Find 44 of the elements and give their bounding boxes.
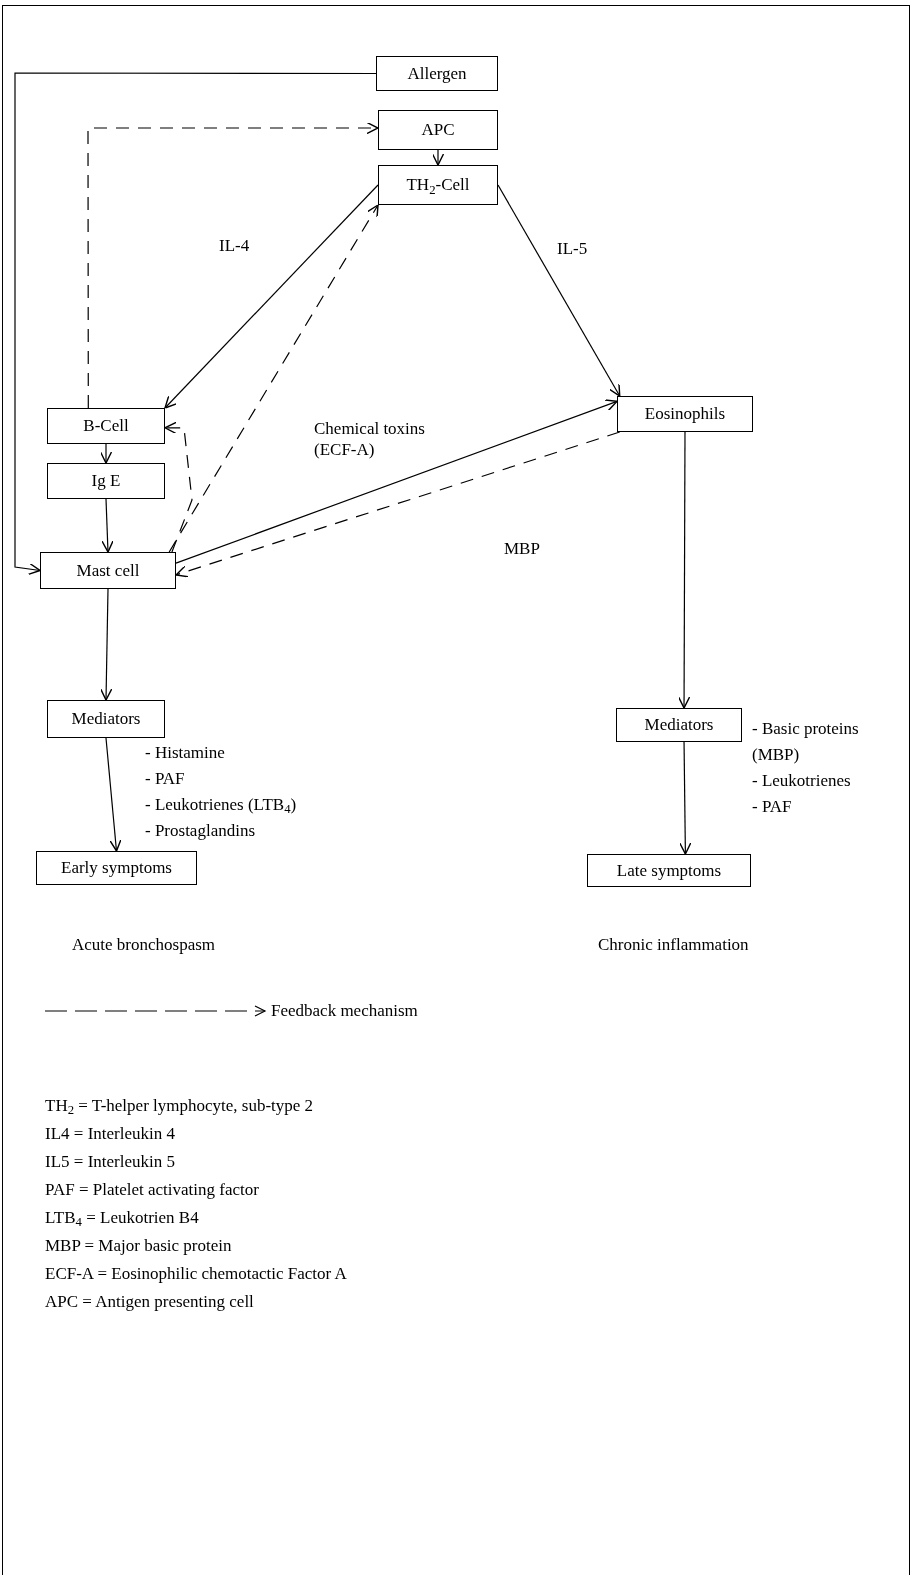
process-box: Ig E bbox=[47, 463, 165, 499]
definition-text: ECF-A = Eosinophilic chemotactic Factor A bbox=[45, 1263, 347, 1285]
dashed-arrow bbox=[164, 421, 193, 553]
definition-text: TH$_{2}$ = T-helper lymphocyte, sub-type 2 bbox=[45, 1095, 315, 1120]
legend-text: Feedback mechanism bbox=[271, 1000, 418, 1022]
list-item: - Basic proteins (MBP) bbox=[752, 718, 860, 766]
definition-text: LTB$_{4}$ = Leukotrien B4 bbox=[45, 1207, 200, 1232]
process-box: Eosinophils bbox=[617, 396, 753, 432]
arrow bbox=[431, 149, 445, 166]
process-box: Late symptoms bbox=[587, 854, 751, 887]
arrow bbox=[679, 741, 692, 855]
process-box: Mediators bbox=[616, 708, 742, 742]
process-box: Early symptoms bbox=[36, 851, 197, 885]
outcome-text: Acute bronchospasm bbox=[72, 934, 216, 956]
list-item: - PAF bbox=[752, 796, 793, 818]
process-box: TH$_{2}$-Cell bbox=[378, 165, 498, 205]
definition-text: IL5 = Interleukin 5 bbox=[45, 1151, 176, 1173]
list-item: - Leukotrienes bbox=[752, 770, 852, 792]
process-box: B-Cell bbox=[47, 408, 165, 444]
definition-text: APC = Antigen presenting cell bbox=[45, 1291, 255, 1313]
dashed-arrow bbox=[175, 431, 621, 578]
definition-text: IL4 = Interleukin 4 bbox=[45, 1123, 176, 1145]
list-item: - Prostaglandins bbox=[145, 820, 257, 842]
arrow bbox=[677, 431, 691, 709]
arrow bbox=[175, 399, 618, 564]
definition-text: PAF = Platelet activating factor bbox=[45, 1179, 260, 1201]
arrow bbox=[164, 184, 379, 409]
arrow bbox=[100, 588, 113, 701]
outcome-text: Chronic inflammation bbox=[598, 934, 749, 956]
definition-text: MBP = Major basic protein bbox=[45, 1235, 233, 1257]
process-box: APC bbox=[378, 110, 498, 150]
arrow bbox=[101, 498, 114, 553]
list-item: - Histamine bbox=[145, 742, 226, 764]
process-box: Mast cell bbox=[40, 552, 176, 589]
list-item: - PAF bbox=[145, 768, 186, 790]
process-box: Mediators bbox=[47, 700, 165, 738]
arrow bbox=[99, 443, 113, 464]
arrow bbox=[105, 737, 122, 852]
arrow bbox=[497, 184, 621, 397]
dashed-arrow bbox=[87, 121, 379, 409]
process-box: Allergen bbox=[376, 56, 498, 91]
dashed-arrow bbox=[168, 204, 379, 553]
list-item: - Leukotrienes (LTB$_{4}$) bbox=[145, 794, 298, 818]
arrow bbox=[14, 72, 377, 576]
